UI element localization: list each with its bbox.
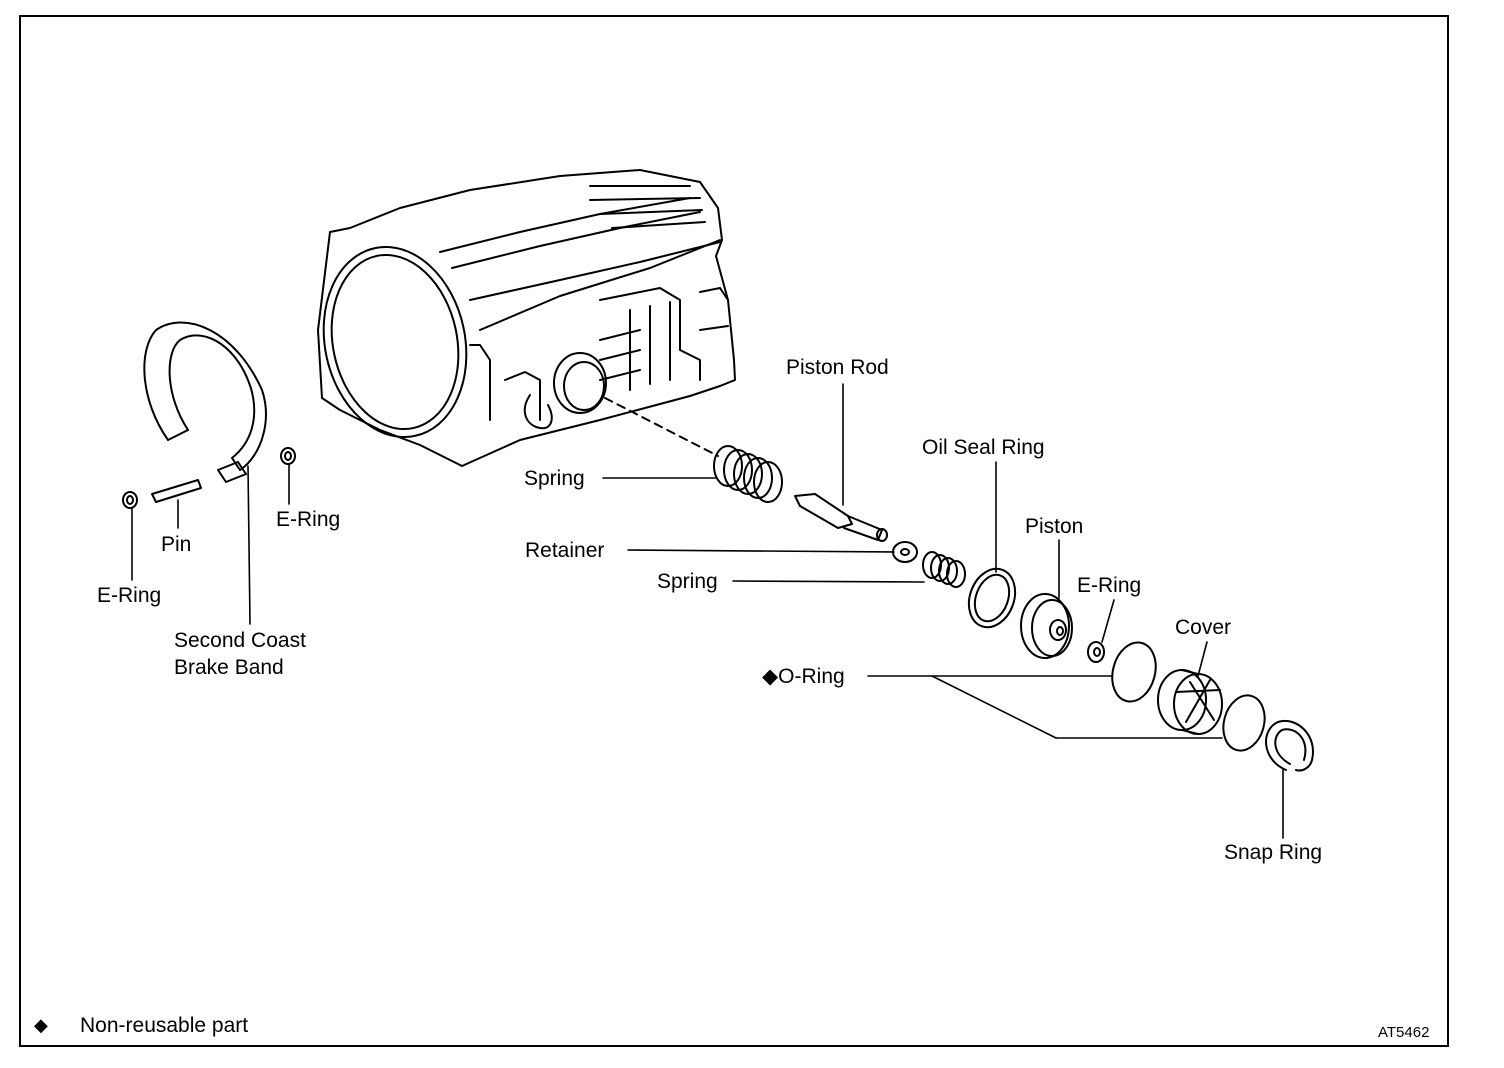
label-e-ring-right: E-Ring — [1077, 574, 1142, 597]
inner-spring-drawing — [922, 551, 966, 588]
label-e-ring-band-left: E-Ring — [97, 584, 162, 607]
brake-band-drawing — [143, 321, 267, 483]
retainer-drawing — [892, 541, 918, 563]
piston-rod-drawing — [794, 493, 888, 542]
snap-ring-drawing — [1265, 719, 1315, 772]
diagram-frame — [19, 15, 1449, 1047]
label-retainer: Retainer — [525, 539, 605, 562]
e-ring-right-drawing — [1087, 641, 1105, 663]
pin-drawing — [151, 479, 202, 503]
oil-seal-ring-drawing — [967, 567, 1017, 629]
label-spring-outer: Spring — [524, 467, 585, 490]
label-piston: Piston — [1025, 515, 1084, 538]
legend-text: Non-reusable part — [80, 1014, 249, 1037]
outer-spring-drawing — [713, 445, 783, 503]
label-spring-inner: Spring — [657, 570, 718, 593]
o-ring-front-drawing — [1111, 641, 1157, 703]
transmission-case-drawing — [317, 169, 736, 467]
label-o-ring-text: O-Ring — [778, 665, 845, 688]
assembly-axis-line — [604, 397, 719, 457]
leader-lines — [131, 383, 1284, 839]
e-ring-band-left-drawing — [122, 491, 138, 509]
label-oil-seal-ring: Oil Seal Ring — [922, 436, 1045, 459]
figure-code: AT5462 — [1378, 1024, 1430, 1041]
label-snap-ring: Snap Ring — [1224, 841, 1323, 864]
label-brake-band-line2: Brake Band — [174, 656, 284, 679]
cover-drawing — [1157, 669, 1223, 735]
label-o-ring: ◆O-Ring — [762, 666, 845, 687]
label-pin: Pin — [161, 533, 192, 556]
non-reusable-marker-icon: ◆ — [762, 665, 779, 688]
e-ring-band-right-drawing — [280, 447, 296, 465]
label-cover: Cover — [1175, 616, 1232, 639]
label-brake-band-line1: Second Coast — [174, 629, 306, 652]
label-e-ring-band-right: E-Ring — [276, 508, 341, 531]
piston-drawing — [1020, 593, 1073, 659]
label-piston-rod: Piston Rod — [786, 356, 889, 379]
o-ring-rear-drawing — [1222, 694, 1266, 752]
legend-marker-icon: ◆ — [34, 1015, 48, 1035]
